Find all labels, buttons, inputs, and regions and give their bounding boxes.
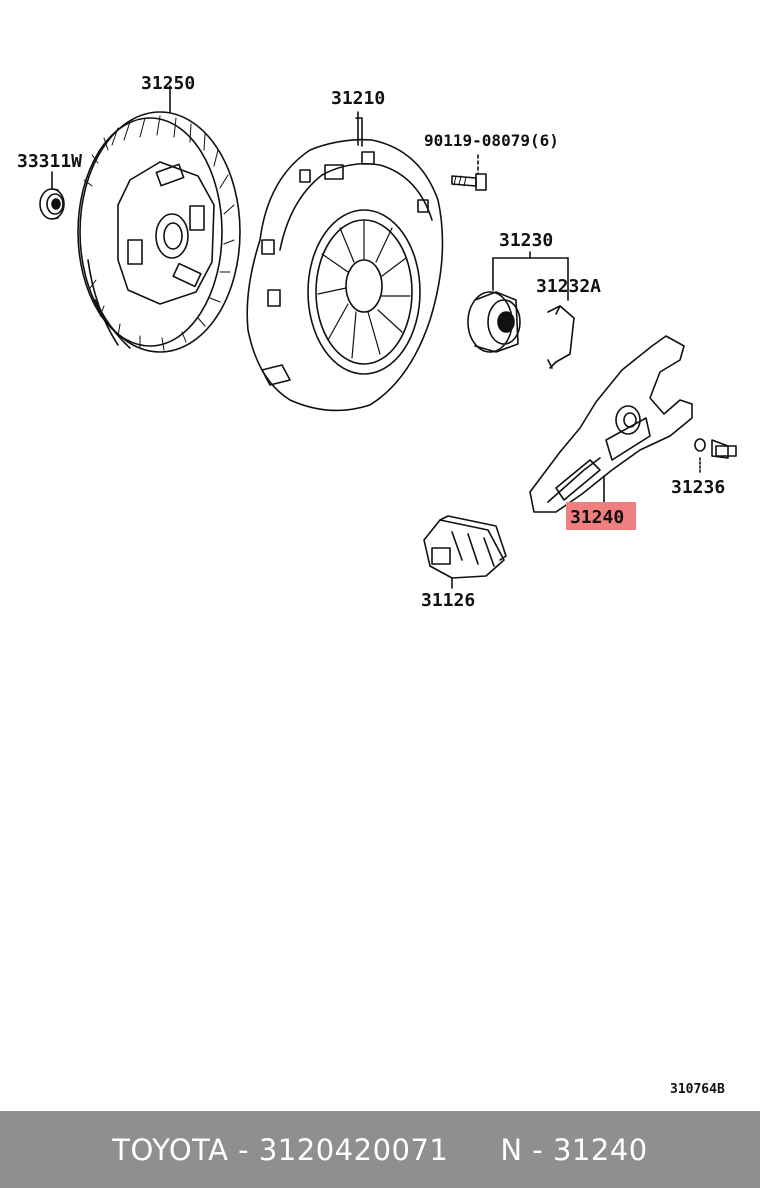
- highlight-box: [566, 502, 636, 530]
- label-31236: 31236: [671, 477, 725, 498]
- diagram-ref-code: 310764B: [670, 1082, 725, 1097]
- footer-brand-part: TOYOTA - 3120420071: [112, 1132, 449, 1167]
- label-31126: 31126: [421, 590, 475, 611]
- label-31230: 31230: [499, 230, 553, 251]
- pivot-stud-31236: [694, 438, 737, 473]
- release-fork-31240: [529, 335, 693, 513]
- footer-ref-part: N - 31240: [500, 1132, 648, 1167]
- footer-caption: TOYOTA - 3120420071 N - 31240: [0, 1111, 760, 1188]
- bolt-90119: [451, 154, 487, 191]
- label-31240: 31240: [570, 507, 624, 528]
- boot-31126: [423, 515, 507, 589]
- clip-31232a: [547, 305, 575, 369]
- label-31210: 31210: [331, 88, 385, 109]
- release-bearing-31230: [467, 251, 569, 353]
- clutch-cover-31210: [246, 111, 444, 412]
- label-33311w: 33311W: [17, 151, 82, 172]
- label-31232a: 31232A: [536, 276, 601, 297]
- label-90119: 90119-08079(6): [424, 131, 559, 150]
- label-31250: 31250: [141, 73, 195, 94]
- footer-bar: TOYOTA - 3120420071 N - 31240: [0, 1111, 760, 1188]
- clutch-disc-31250: [77, 85, 241, 353]
- pilot-bearing-33311w: [39, 171, 65, 220]
- parts-diagram: 31250 33311W 31210 90119-08079(6) 31230 …: [17, 73, 737, 1097]
